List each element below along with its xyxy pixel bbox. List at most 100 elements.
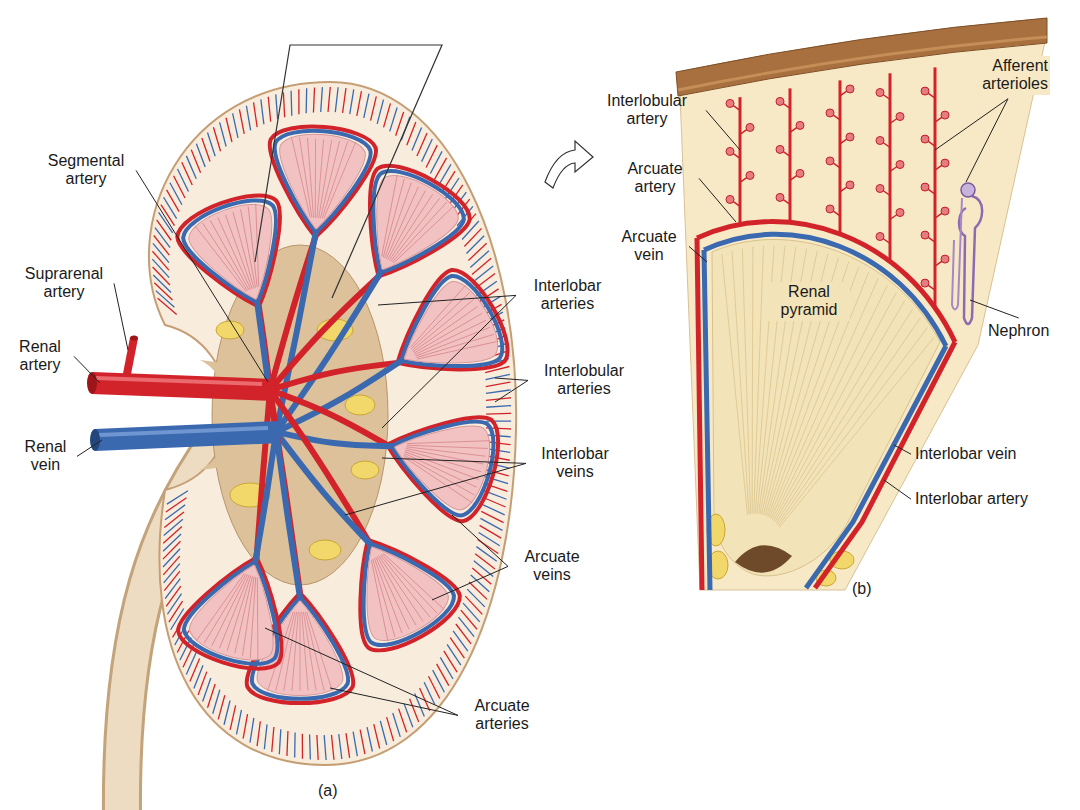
- interlobular-vessel: [165, 505, 185, 520]
- afferent-arteriole: [740, 177, 747, 182]
- interlobular-vessel: [486, 413, 511, 415]
- interlobular-vessel: [174, 176, 185, 198]
- interlobular-vessel: [399, 709, 407, 733]
- kidney-cortex: [149, 82, 516, 765]
- interlobular-vessel: [480, 525, 502, 538]
- vessel-label: Suprarenal artery: [18, 265, 110, 302]
- vessel-label: Segmental artery: [40, 152, 132, 189]
- interlobular-vessel: [237, 710, 242, 735]
- afferent-arteriole: [783, 103, 790, 108]
- vessel-highlight: [99, 428, 268, 435]
- pyramid-striation: [230, 577, 266, 656]
- pyramid-striation: [754, 246, 764, 514]
- vessel-label: Interlobular arteries: [532, 362, 636, 399]
- interlobular-vessel: [350, 89, 354, 114]
- interlobular-vessel: [396, 112, 404, 136]
- arcuate-artery-ring: [262, 123, 377, 242]
- pyramid-striation: [301, 138, 320, 218]
- glomerulus: [776, 193, 784, 201]
- interlobular-vessel: [163, 549, 180, 567]
- interlobular-vessel: [163, 541, 181, 559]
- interlobular-vessel: [364, 94, 369, 118]
- interlobular-vessel: [469, 582, 487, 599]
- glomerulus: [826, 157, 834, 165]
- nephron-tubule: [952, 198, 962, 310]
- pyramid-body: [273, 131, 366, 233]
- interlobular-vessel: [154, 235, 170, 255]
- interlobular-vessel: [302, 734, 303, 759]
- glomerulus: [921, 135, 929, 143]
- interlobular-vessel: [387, 717, 394, 741]
- zoom-indicator: [255, 45, 442, 298]
- afferent-arteriole: [883, 95, 890, 100]
- panel-letter: (b): [852, 580, 872, 598]
- arcuate-artery-ring: [332, 154, 478, 302]
- fat-deposit: [351, 461, 379, 479]
- interlobular-vessel: [456, 624, 471, 644]
- interlobular-vessel: [164, 512, 184, 528]
- pyramid-striation: [292, 612, 298, 691]
- pyramid-striation: [219, 573, 249, 650]
- glomerulus: [826, 109, 834, 117]
- interlobular-vessel: [202, 138, 210, 162]
- afferent-arteriole: [790, 127, 797, 132]
- panel-b: [676, 18, 1047, 590]
- interlobular-vessel: [203, 678, 211, 702]
- interlobular-vessel: [353, 732, 357, 757]
- pyramid-striation: [396, 457, 479, 503]
- interlobular-vessel: [357, 91, 362, 116]
- interlobular-vessel: [261, 99, 264, 124]
- arcuate-vein: [704, 234, 946, 346]
- afferent-arteriole: [935, 117, 942, 122]
- zoom-arrow: [545, 141, 593, 188]
- interlobular-vessel: [440, 657, 453, 679]
- interlobular-vessel: [298, 89, 299, 114]
- pyramid-striation: [307, 612, 333, 691]
- interlobular-vessel: [246, 106, 250, 131]
- interlobular-artery: [889, 73, 892, 261]
- glomerulus: [921, 231, 929, 239]
- leader-line: [495, 378, 528, 380]
- pyramid-striation: [776, 309, 913, 523]
- interlobular-vessel: [243, 714, 247, 739]
- pyramid-striation: [285, 137, 317, 218]
- pyramid-striation: [401, 453, 480, 487]
- interlobular-vessel: [306, 88, 308, 113]
- interlobular-vessel: [450, 638, 464, 659]
- pyramid-striation: [416, 316, 490, 367]
- leader-line: [935, 99, 1008, 150]
- afferent-arteriole: [840, 187, 847, 192]
- pyramid-striation: [303, 612, 316, 691]
- interlobar-vein: [276, 432, 392, 446]
- leader-line: [706, 110, 740, 150]
- glomerulus: [726, 99, 734, 107]
- leader-line: [382, 458, 526, 463]
- pyramid-striation: [227, 576, 251, 651]
- interlobular-vessel: [272, 727, 274, 752]
- interlobular-vessel: [346, 733, 350, 758]
- glomerulus: [826, 205, 834, 213]
- interlobular-vessel: [472, 568, 491, 584]
- arcuate-artery-ring: [371, 261, 520, 409]
- leader-line: [378, 295, 516, 305]
- afferent-arteriole: [890, 119, 897, 124]
- glomerulus: [796, 121, 804, 129]
- interlobular-vessel: [309, 734, 311, 759]
- afferent-arteriole: [783, 199, 790, 204]
- interlobular-vessel: [475, 554, 495, 569]
- pyramid-striation: [366, 179, 421, 257]
- vessel-label: Renal artery: [10, 338, 70, 375]
- interlobular-vessel: [343, 88, 346, 113]
- pyramid-body: [382, 274, 507, 396]
- interlobar-vein: [704, 250, 710, 590]
- renal-pyramid: [262, 123, 377, 242]
- interlobular-vessel: [374, 724, 380, 748]
- interlobular-vessel: [161, 205, 175, 226]
- interlobular-vessel: [458, 617, 474, 636]
- interlobular-vessel: [472, 258, 491, 274]
- fat-deposit: [345, 395, 375, 415]
- interlobular-vessel: [239, 109, 244, 134]
- pyramid-striation: [381, 187, 424, 259]
